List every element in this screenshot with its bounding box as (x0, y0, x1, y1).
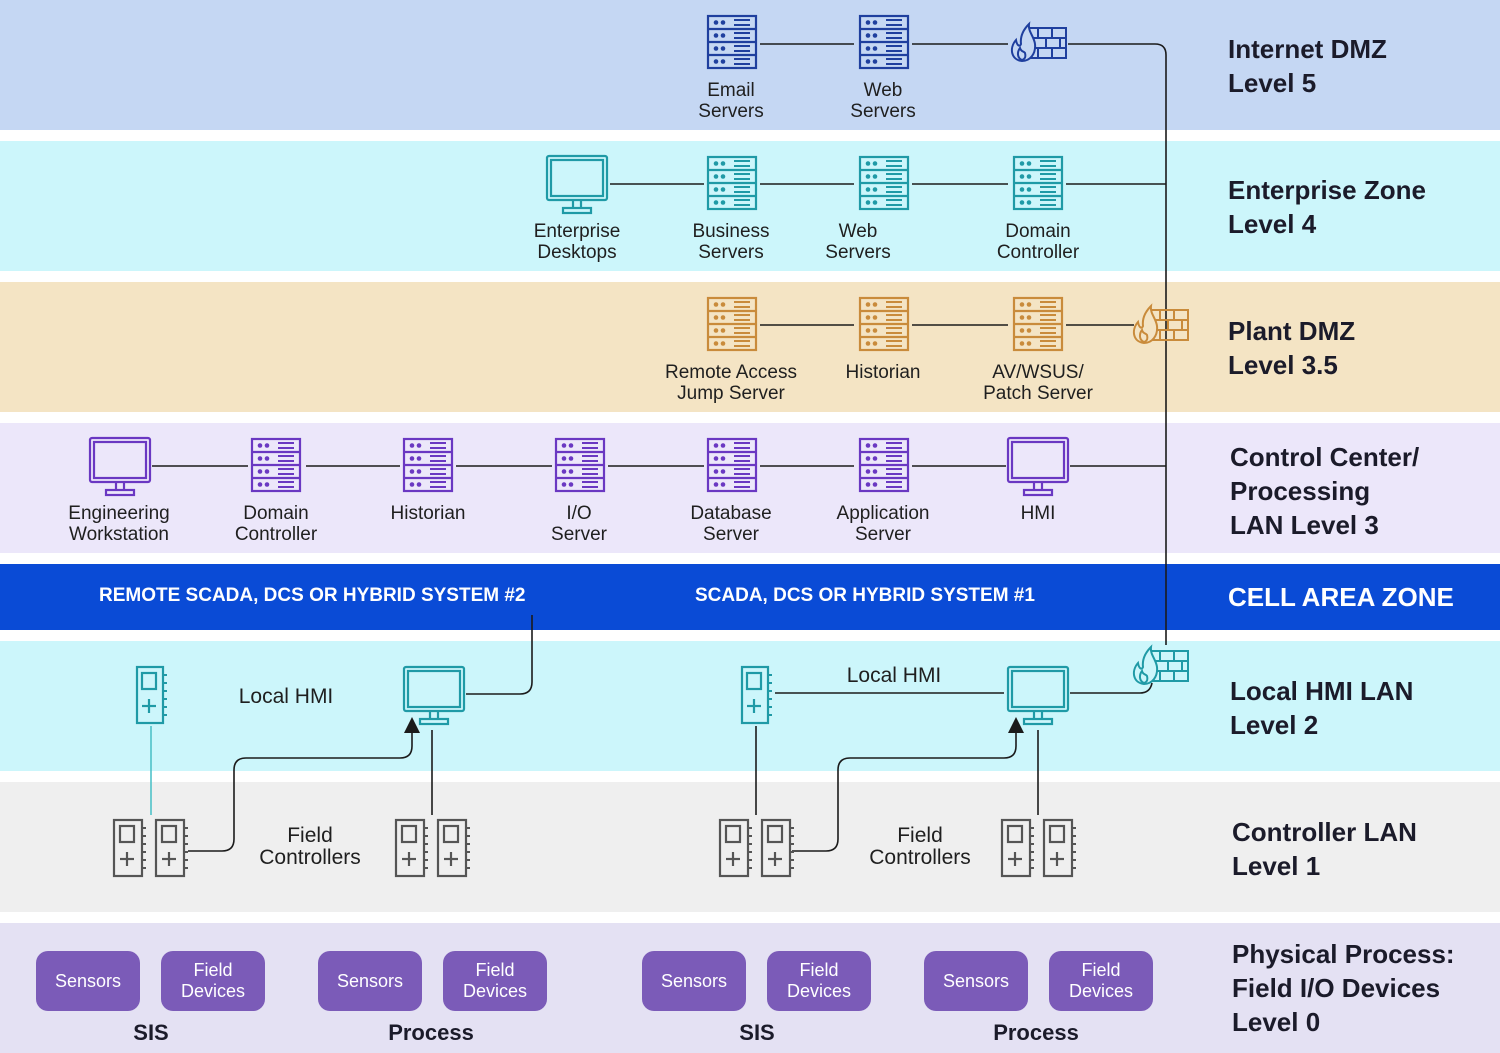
sis-controller-icon[interactable] (740, 665, 774, 727)
io-server-label: I/O Server (551, 503, 607, 545)
web-servers-label: Web Servers (825, 221, 891, 263)
level0-title: Physical Process: Field I/O Devices Leve… (1232, 939, 1455, 1037)
engineering-workstation-icon[interactable] (88, 436, 152, 498)
level3-title: Control Center/ Processing LAN Level 3 (1230, 442, 1420, 540)
database-server-icon[interactable] (706, 437, 760, 495)
level4-title: Enterprise Zone Level 4 (1228, 175, 1426, 239)
historian-server-icon[interactable] (858, 296, 912, 354)
desktop-monitor-icon[interactable] (545, 154, 609, 216)
level5-title: Internet DMZ Level 5 (1228, 34, 1387, 98)
domain-controller-label: Domain Controller (996, 221, 1080, 263)
field-controller-pair-icon[interactable] (112, 818, 190, 880)
local-hmi-label: Local HMI (238, 685, 334, 708)
email-server-icon[interactable] (706, 14, 760, 72)
email-servers-label: Email Servers (698, 80, 764, 122)
patch-server-label: AV/WSUS/ Patch Server (983, 362, 1093, 404)
field-controller-pair-icon[interactable] (1000, 818, 1078, 880)
hmi-label: HMI (1020, 503, 1056, 524)
level35-title: Plant DMZ Level 3.5 (1228, 316, 1356, 380)
historian-server-icon[interactable] (402, 437, 456, 495)
application-server-label: Application Server (836, 503, 930, 545)
level2-title: Local HMI LAN Level 2 (1230, 676, 1414, 740)
field-devices-pill[interactable]: Field Devices (767, 951, 871, 1011)
enterprise-desktops-label: Enterprise Desktops (533, 221, 621, 263)
sensors-pill[interactable]: Sensors (642, 951, 746, 1011)
field-devices-pill[interactable]: Field Devices (443, 951, 547, 1011)
jump-server-icon[interactable] (706, 296, 760, 354)
level1-band (0, 782, 1500, 912)
process-group-label: Process (388, 1020, 474, 1045)
jump-server-label: Remote Access Jump Server (665, 362, 797, 404)
domain-controller-label: Domain Controller (234, 503, 318, 545)
web-server-icon[interactable] (858, 155, 912, 213)
historian-label: Historian (845, 362, 921, 383)
application-server-icon[interactable] (858, 437, 912, 495)
remote-system-label: REMOTE SCADA, DCS OR HYBRID SYSTEM #2 (99, 585, 526, 606)
domain-controller-server-icon[interactable] (250, 437, 304, 495)
database-server-label: Database Server (690, 503, 772, 545)
firewall-icon[interactable] (1130, 643, 1192, 687)
engineering-workstation-label: Engineering Workstation (68, 503, 170, 545)
sis-controller-icon[interactable] (135, 665, 169, 727)
local-system-label: SCADA, DCS OR HYBRID SYSTEM #1 (695, 585, 1035, 606)
field-controller-pair-icon[interactable] (718, 818, 796, 880)
cell-area-band (0, 564, 1500, 630)
domain-controller-server-icon[interactable] (1012, 155, 1066, 213)
local-hmi-monitor-icon[interactable] (1006, 665, 1070, 727)
firewall-icon[interactable] (1130, 302, 1192, 346)
io-server-icon[interactable] (554, 437, 608, 495)
sensors-pill[interactable]: Sensors (36, 951, 140, 1011)
sis-group-label: SIS (133, 1020, 169, 1045)
process-group-label: Process (993, 1020, 1079, 1045)
business-servers-label: Business Servers (692, 221, 770, 263)
local-hmi-monitor-icon[interactable] (402, 665, 466, 727)
historian-label: Historian (390, 503, 466, 524)
sis-group-label: SIS (739, 1020, 775, 1045)
firewall-icon[interactable] (1008, 20, 1070, 64)
field-devices-pill[interactable]: Field Devices (161, 951, 265, 1011)
sensors-pill[interactable]: Sensors (924, 951, 1028, 1011)
field-controllers-label: Field Controllers (259, 824, 361, 869)
cell-area-zone-title: CELL AREA ZONE (1228, 582, 1454, 612)
field-devices-pill[interactable]: Field Devices (1049, 951, 1153, 1011)
web-server-icon[interactable] (858, 14, 912, 72)
sensors-pill[interactable]: Sensors (318, 951, 422, 1011)
local-hmi-label: Local HMI (846, 664, 942, 687)
business-server-icon[interactable] (706, 155, 760, 213)
field-controller-pair-icon[interactable] (394, 818, 472, 880)
level1-title: Controller LAN Level 1 (1232, 817, 1417, 881)
field-controllers-label: Field Controllers (869, 824, 971, 869)
hmi-monitor-icon[interactable] (1006, 436, 1070, 498)
web-servers-label: Web Servers (850, 80, 916, 122)
patch-server-icon[interactable] (1012, 296, 1066, 354)
